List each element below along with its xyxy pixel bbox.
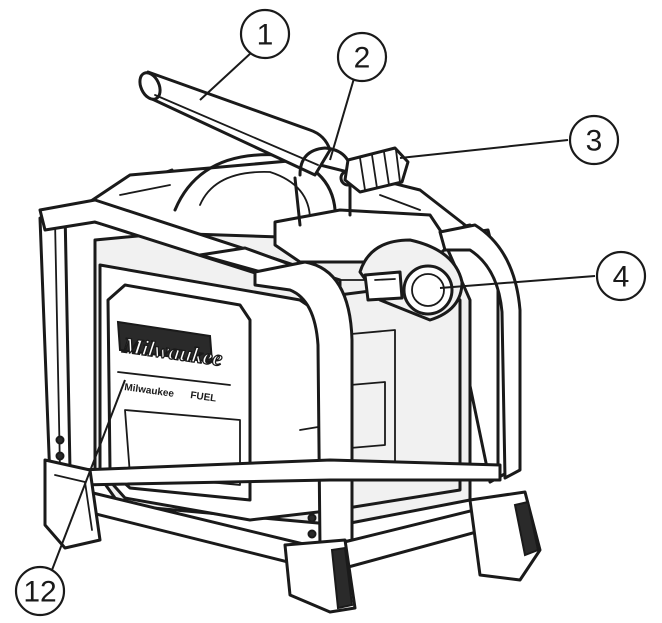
callout-12: 12 (14, 565, 66, 617)
callout-3: 3 (568, 114, 620, 166)
callout-2: 2 (336, 31, 388, 83)
leader-lines (51, 51, 596, 571)
leader-1 (199, 51, 253, 101)
leader-2 (329, 74, 356, 161)
callout-3-label: 3 (586, 125, 603, 158)
callout-4: 4 (595, 250, 647, 302)
callout-4-label: 4 (613, 261, 630, 294)
leader-4 (439, 275, 596, 289)
callout-2-label: 2 (354, 42, 371, 75)
frame-front (38, 198, 542, 614)
carry-handle (138, 70, 332, 177)
fuel-label: FUEL (190, 390, 217, 405)
callout-12-label: 12 (23, 576, 56, 609)
leader-3 (399, 139, 569, 159)
callout-1-label: 1 (257, 19, 274, 52)
callout-1: 1 (239, 8, 291, 60)
leader-12 (51, 379, 126, 571)
battery-panel: Milwaukee Milwaukee FUEL (106, 283, 252, 502)
control-knob (343, 146, 410, 194)
port-connector (358, 238, 464, 322)
